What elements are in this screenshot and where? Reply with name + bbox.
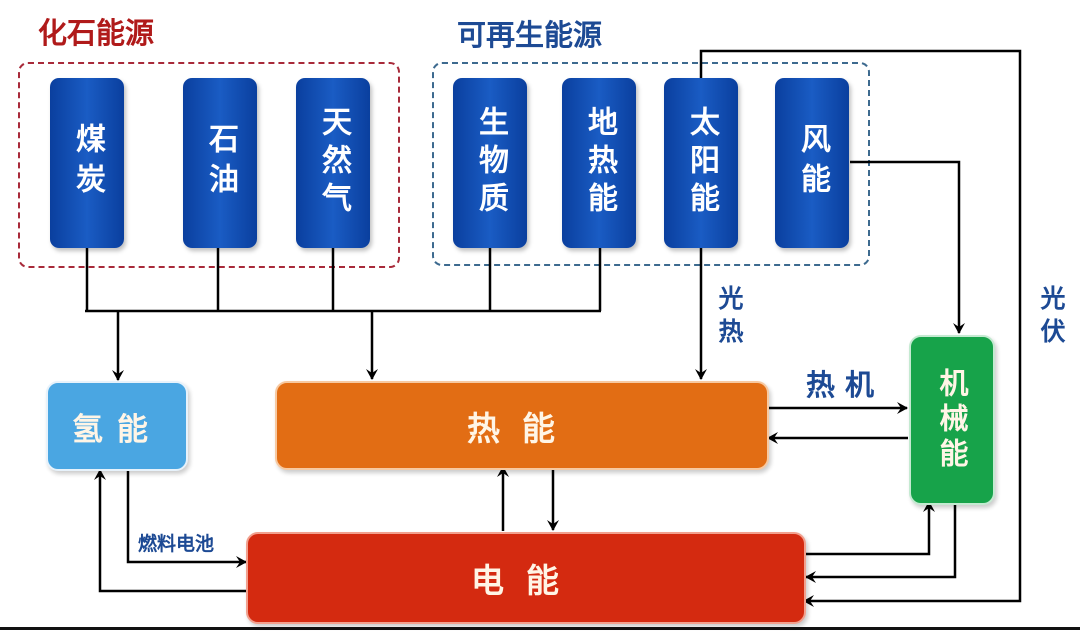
label-heat-engine: 热机 bbox=[806, 368, 885, 402]
source-solar: 太阳能 bbox=[664, 78, 738, 248]
fossil-energy-group bbox=[18, 62, 400, 268]
edge-solar-electric bbox=[699, 49, 1022, 607]
source-oil-label: 石油 bbox=[203, 123, 238, 203]
source-coal: 煤炭 bbox=[50, 78, 124, 248]
source-natural-gas-label: 天然气 bbox=[316, 106, 351, 220]
renewable-energy-group bbox=[432, 62, 870, 266]
node-thermal-energy: 热能 bbox=[275, 381, 769, 470]
source-geothermal-label: 地热能 bbox=[582, 106, 617, 220]
node-electric-label: 电能 bbox=[471, 561, 581, 600]
label-solar-thermal-text: 光热 bbox=[715, 285, 744, 351]
node-mechanical-energy: 机械能 bbox=[909, 335, 995, 505]
source-natural-gas: 天然气 bbox=[296, 78, 370, 248]
node-hydrogen-label: 氢能 bbox=[72, 411, 162, 448]
source-solar-label: 太阳能 bbox=[684, 106, 719, 220]
edge-hydrogen-electric bbox=[126, 468, 247, 568]
renewable-energy-title: 可再生能源 bbox=[457, 18, 603, 52]
edge-mechanical-electric bbox=[805, 502, 957, 583]
source-wind-label: 风能 bbox=[795, 123, 830, 203]
source-geothermal: 地热能 bbox=[562, 78, 636, 248]
label-photovoltaic: 光伏 bbox=[1034, 285, 1068, 351]
fossil-energy-title: 化石能源 bbox=[38, 16, 155, 50]
source-wind: 风能 bbox=[775, 78, 849, 248]
node-hydrogen-energy: 氢能 bbox=[46, 381, 188, 471]
label-fuel-cell: 燃料电池 bbox=[138, 533, 215, 555]
edge-wind-mechanical bbox=[850, 160, 965, 334]
edge-electric-hydrogen bbox=[94, 469, 248, 593]
node-electric-energy: 电能 bbox=[246, 532, 806, 624]
source-oil: 石油 bbox=[183, 78, 257, 248]
source-biomass: 生物质 bbox=[453, 78, 527, 248]
node-mechanical-label: 机械能 bbox=[935, 367, 969, 473]
bottom-border bbox=[0, 627, 1080, 630]
label-photovoltaic-text: 光伏 bbox=[1037, 285, 1066, 351]
source-biomass-label: 生物质 bbox=[473, 106, 508, 220]
label-solar-thermal: 光热 bbox=[712, 285, 746, 351]
source-coal-label: 煤炭 bbox=[70, 123, 105, 203]
node-thermal-label: 热能 bbox=[467, 408, 577, 448]
edge-electric-mechanical bbox=[804, 501, 935, 556]
